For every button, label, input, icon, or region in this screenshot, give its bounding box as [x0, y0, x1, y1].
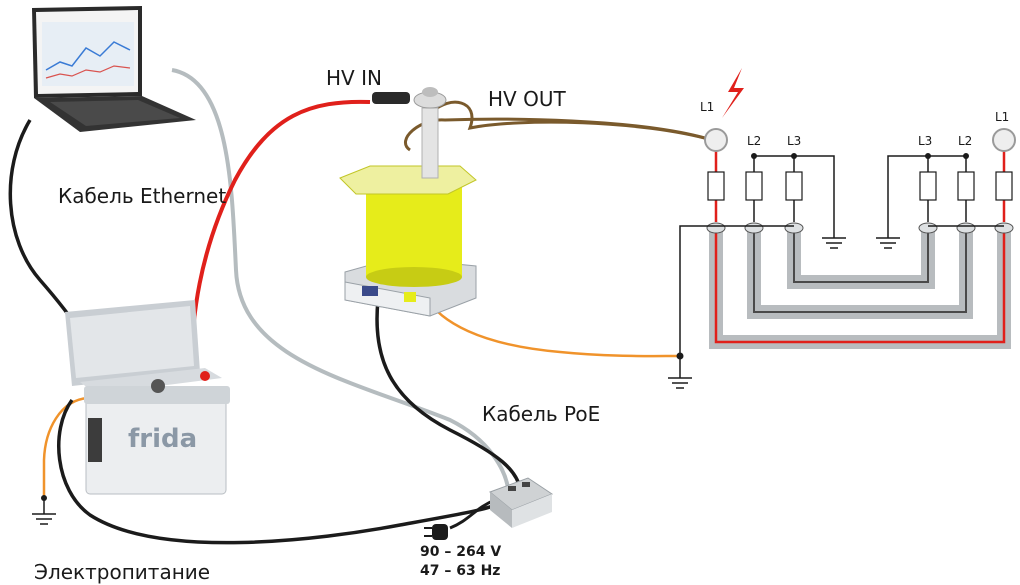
plug-icon	[424, 524, 448, 540]
hv-out-label: HV OUT	[488, 87, 566, 111]
laptop	[32, 6, 196, 132]
phase-label-left-l2: L2	[747, 134, 762, 148]
ground-cable-frida	[42, 396, 89, 498]
poe-box	[489, 477, 554, 528]
voltage-label: 90 – 264 V	[420, 544, 502, 560]
hv-in-label: HV IN	[326, 66, 382, 90]
phase-label-right-l3: L3	[918, 134, 933, 148]
phase-label-right-l1: L1	[995, 110, 1010, 124]
phase-label-left-l3: L3	[787, 134, 802, 148]
ground-cable-transformer	[423, 295, 679, 358]
cable-schematic	[668, 128, 1016, 389]
frequency-label: 47 – 63 Hz	[420, 563, 501, 579]
lightning-icon	[722, 68, 744, 118]
phase-label-left-l1: L1	[700, 100, 715, 114]
poe-cable-label: Кабель PoE	[482, 402, 601, 426]
frida-device	[65, 300, 230, 495]
hv-transformer	[339, 87, 477, 317]
hv-in-cable	[189, 99, 371, 379]
poe-cable	[375, 299, 522, 489]
phase-label-right-l2: L2	[958, 134, 973, 148]
ethernet-cable	[171, 68, 510, 489]
frida-brand-logo: frida	[128, 424, 198, 454]
ground-icon	[32, 495, 56, 525]
power-supply-label: Электропитание	[34, 560, 211, 584]
ethernet-cable-label: Кабель Ethernet	[58, 184, 227, 208]
power-cable-frida	[57, 398, 496, 545]
